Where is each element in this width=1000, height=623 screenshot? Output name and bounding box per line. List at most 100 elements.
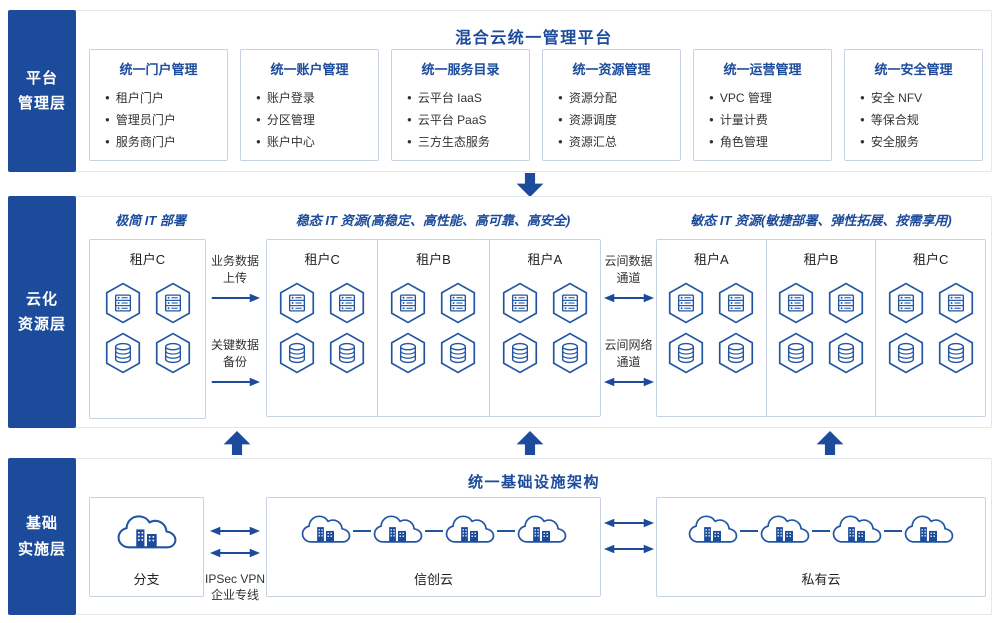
- tenant-resources: [278, 282, 366, 374]
- database-icon: [777, 332, 815, 374]
- platform-title: 混合云统一管理平台: [455, 30, 613, 47]
- flow-label-network-channel: 云间网络 通道: [604, 338, 653, 369]
- module-item-list: 账户登录 分区管理 账户中心: [241, 87, 378, 153]
- tenant-resources: [667, 282, 755, 374]
- database-icon: [667, 332, 705, 374]
- server-icon: [104, 282, 142, 324]
- up-arrow-icon: [516, 431, 544, 455]
- module-operation-management: 统一运营管理 VPC 管理 计量计费 角色管理: [693, 49, 832, 161]
- flow-label-upload: 业务数据 上传: [210, 254, 259, 285]
- tenant-name: 租户A: [694, 252, 729, 267]
- cloud-layer-label: 云化 资源层: [8, 196, 76, 428]
- server-icon: [501, 282, 539, 324]
- server-icon: [278, 282, 316, 324]
- cloud-resource-layer: 云化 资源层 极简 IT 部署 稳态 IT 资源(高稳定、高性能、高可靠、高安全…: [8, 196, 992, 428]
- header-agile-it: 敏态 IT 资源(敏捷部署、弹性拓展、按需享用): [690, 213, 952, 228]
- server-icon: [154, 282, 192, 324]
- tenant-resources: [501, 282, 589, 374]
- header-stable-it: 稳态 IT 资源(高稳定、高性能、高可靠、高安全): [295, 213, 571, 228]
- tenant-cell-a: 租户A: [490, 240, 600, 416]
- cloud-icon: [902, 511, 956, 550]
- platform-layer-label: 平台 管理层: [8, 10, 76, 172]
- header-minimal-it: 极简 IT 部署: [115, 213, 186, 228]
- database-icon: [439, 332, 477, 374]
- cloud-icon: [830, 511, 884, 550]
- server-icon: [551, 282, 589, 324]
- cloud-connector: [812, 529, 830, 532]
- tenant-name: 租户B: [416, 252, 451, 267]
- cloud-connector: [884, 529, 902, 532]
- cloud-cluster: [267, 511, 600, 550]
- module-item-list: 云平台 IaaS 云平台 PaaS 三方生态服务: [392, 87, 529, 153]
- server-icon: [328, 282, 366, 324]
- module-account-management: 统一账户管理 账户登录 分区管理 账户中心: [240, 49, 379, 161]
- tenant-name: 租户A: [527, 252, 563, 267]
- module-service-catalog: 统一服务目录 云平台 IaaS 云平台 PaaS 三方生态服务: [391, 49, 530, 161]
- module-item-list: VPC 管理 计量计费 角色管理: [694, 87, 831, 153]
- up-arrow-icon: [816, 431, 844, 455]
- database-icon: [887, 332, 925, 374]
- server-icon: [439, 282, 477, 324]
- cloud-icon: [686, 511, 740, 550]
- module-item: 安全 NFV: [860, 87, 982, 109]
- module-item: 租户门户: [105, 87, 227, 109]
- branch-site-box: 分支: [89, 497, 204, 597]
- tenant-name: 租户C: [129, 252, 166, 267]
- module-item: 管理员门户: [105, 109, 227, 131]
- xinchuang-label: 信创云: [413, 572, 453, 587]
- right-arrow-icon: [210, 376, 260, 388]
- tenant-name: 租户C: [912, 252, 949, 267]
- module-item: 云平台 IaaS: [407, 87, 529, 109]
- server-icon: [777, 282, 815, 324]
- database-icon: [717, 332, 755, 374]
- database-icon: [154, 332, 192, 374]
- tenant-name: 租户C: [304, 252, 340, 267]
- module-security-management: 统一安全管理 安全 NFV 等保合规 安全服务: [844, 49, 983, 161]
- tenant-cell-c: 租户C: [876, 240, 985, 416]
- stable-tenant-group: 租户C 租户B 租户A: [266, 239, 601, 417]
- double-arrow-icon: [604, 376, 654, 388]
- flow-label-data-channel: 云间数据 通道: [604, 254, 653, 285]
- module-item: 账户登录: [256, 87, 378, 109]
- module-title: 统一运营管理: [723, 62, 802, 77]
- database-icon: [827, 332, 865, 374]
- server-icon: [937, 282, 975, 324]
- flow-business-upload: 业务数据 上传: [204, 253, 266, 304]
- private-cloud-box: 私有云: [656, 497, 986, 597]
- double-arrow-icon: [210, 525, 260, 537]
- module-title: 统一资源管理: [572, 62, 651, 77]
- tenant-cell-b: 租户B: [378, 240, 490, 416]
- database-icon: [328, 332, 366, 374]
- module-title: 统一门户管理: [119, 62, 198, 77]
- infra-title: 统一基础设施架构: [467, 474, 600, 491]
- module-item: 资源汇总: [558, 131, 680, 153]
- module-item: 资源分配: [558, 87, 680, 109]
- platform-layer: 平台 管理层 混合云统一管理平台 统一门户管理 租户门户 管理员门户 服务商门户…: [8, 10, 992, 172]
- vpn-label: IPSec VPN 企业专线: [204, 572, 266, 602]
- double-arrow-icon: [604, 292, 654, 304]
- cloud-icon: [114, 510, 180, 557]
- module-item: 分区管理: [256, 109, 378, 131]
- cloud-cluster: [657, 511, 985, 550]
- module-item: 等保合规: [860, 109, 982, 131]
- tenant-resources: [104, 282, 192, 374]
- module-item: 计量计费: [709, 109, 831, 131]
- right-arrow-icon: [210, 292, 260, 304]
- module-item: 资源调度: [558, 109, 680, 131]
- cloud-connector: [496, 529, 515, 532]
- platform-modules: 统一门户管理 租户门户 管理员门户 服务商门户 统一账户管理 账户登录 分区管理…: [89, 49, 983, 161]
- tenant-box-branch-c: 租户C: [89, 239, 206, 419]
- cloud-icon: [299, 511, 353, 550]
- module-item-list: 安全 NFV 等保合规 安全服务: [845, 87, 982, 153]
- agile-tenant-group: 租户A 租户B 租户C: [656, 239, 986, 417]
- module-item: 角色管理: [709, 131, 831, 153]
- flow-label-backup: 关键数据 备份: [210, 338, 259, 369]
- module-title: 统一安全管理: [874, 62, 953, 77]
- cloud-icon: [758, 511, 812, 550]
- module-item: 安全服务: [860, 131, 982, 153]
- module-item: 账户中心: [256, 131, 378, 153]
- module-item-list: 资源分配 资源调度 资源汇总: [543, 87, 680, 153]
- cloud-icon: [515, 511, 569, 550]
- module-resource-management: 统一资源管理 资源分配 资源调度 资源汇总: [542, 49, 681, 161]
